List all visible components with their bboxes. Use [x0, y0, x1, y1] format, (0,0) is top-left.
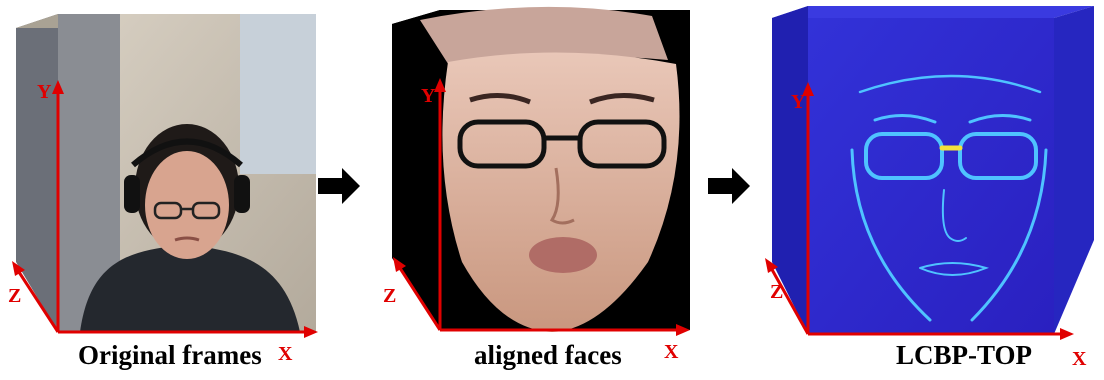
aligned-axes: Y Z X	[383, 78, 690, 363]
edge-right-jaw	[970, 148, 1048, 322]
cube-side-face	[16, 14, 58, 332]
glasses-right-lens	[577, 119, 667, 169]
flow-arrow-1	[318, 168, 360, 204]
caption-aligned-faces: aligned faces	[474, 340, 622, 370]
lcbp-edge-map	[850, 74, 1048, 322]
glasses-left-lens	[457, 119, 547, 169]
y-axis-arrowhead	[802, 82, 814, 96]
z-axis-line	[768, 265, 810, 335]
y-axis-arrowhead	[434, 78, 446, 92]
person-shoulders	[80, 245, 300, 332]
z-axis-line	[15, 268, 60, 333]
edge-hairline	[858, 74, 1042, 94]
edge-mouth	[919, 262, 990, 276]
y-axis-label: Y	[421, 85, 436, 107]
edge-glasses-left	[864, 132, 944, 180]
glasses-right-lens	[191, 201, 221, 220]
x-axis-arrowhead	[1060, 328, 1074, 340]
edge-nose	[941, 189, 967, 242]
stretched-forehead	[420, 6, 668, 71]
headphone-band	[131, 138, 243, 168]
caption-original-frames: Original frames	[78, 340, 262, 370]
edge-glasses-right	[958, 132, 1038, 180]
x-axis-label: X	[1072, 348, 1087, 370]
cube-side-face	[772, 6, 808, 334]
glasses-left-lens	[153, 201, 183, 220]
x-axis-arrowhead	[304, 326, 318, 338]
original-axes: Y Z X	[8, 80, 318, 365]
mouth	[174, 236, 200, 242]
cube-right-face	[1054, 6, 1094, 334]
original-frames-cube	[16, 14, 316, 332]
cube-side-face	[392, 10, 440, 330]
z-axis-label: Z	[8, 285, 21, 307]
cube-top-face	[772, 6, 1094, 18]
z-axis-arrowhead	[765, 258, 778, 273]
lcbp-axes: Y Z X	[765, 82, 1087, 370]
window	[240, 14, 316, 174]
z-axis-line	[396, 264, 442, 331]
edge-left-brow	[873, 114, 937, 124]
lcbp-top-cube	[772, 6, 1094, 334]
left-eyebrow	[469, 93, 531, 105]
right-eyebrow	[589, 92, 655, 105]
x-axis-arrowhead	[676, 324, 690, 336]
y-axis-label: Y	[37, 81, 52, 103]
caption-lcbp-top: LCBP-TOP	[896, 340, 1033, 370]
face	[145, 151, 229, 259]
edge-left-jaw	[850, 148, 932, 322]
headphone-right	[234, 175, 250, 213]
z-axis-label: Z	[383, 285, 396, 307]
y-axis-arrowhead	[52, 80, 64, 94]
flow-arrow-2	[708, 168, 750, 204]
z-axis-arrowhead	[393, 257, 406, 272]
x-axis-label: X	[664, 341, 679, 363]
aligned-faces-cube	[392, 6, 690, 332]
x-axis-label: X	[278, 343, 293, 365]
z-axis-label: Z	[770, 281, 783, 303]
edge-right-brow	[968, 114, 1032, 124]
z-axis-arrowhead	[12, 261, 25, 276]
nose	[549, 167, 575, 225]
y-axis-label: Y	[791, 91, 806, 113]
headphone-left	[124, 175, 140, 213]
mouth	[529, 237, 597, 273]
